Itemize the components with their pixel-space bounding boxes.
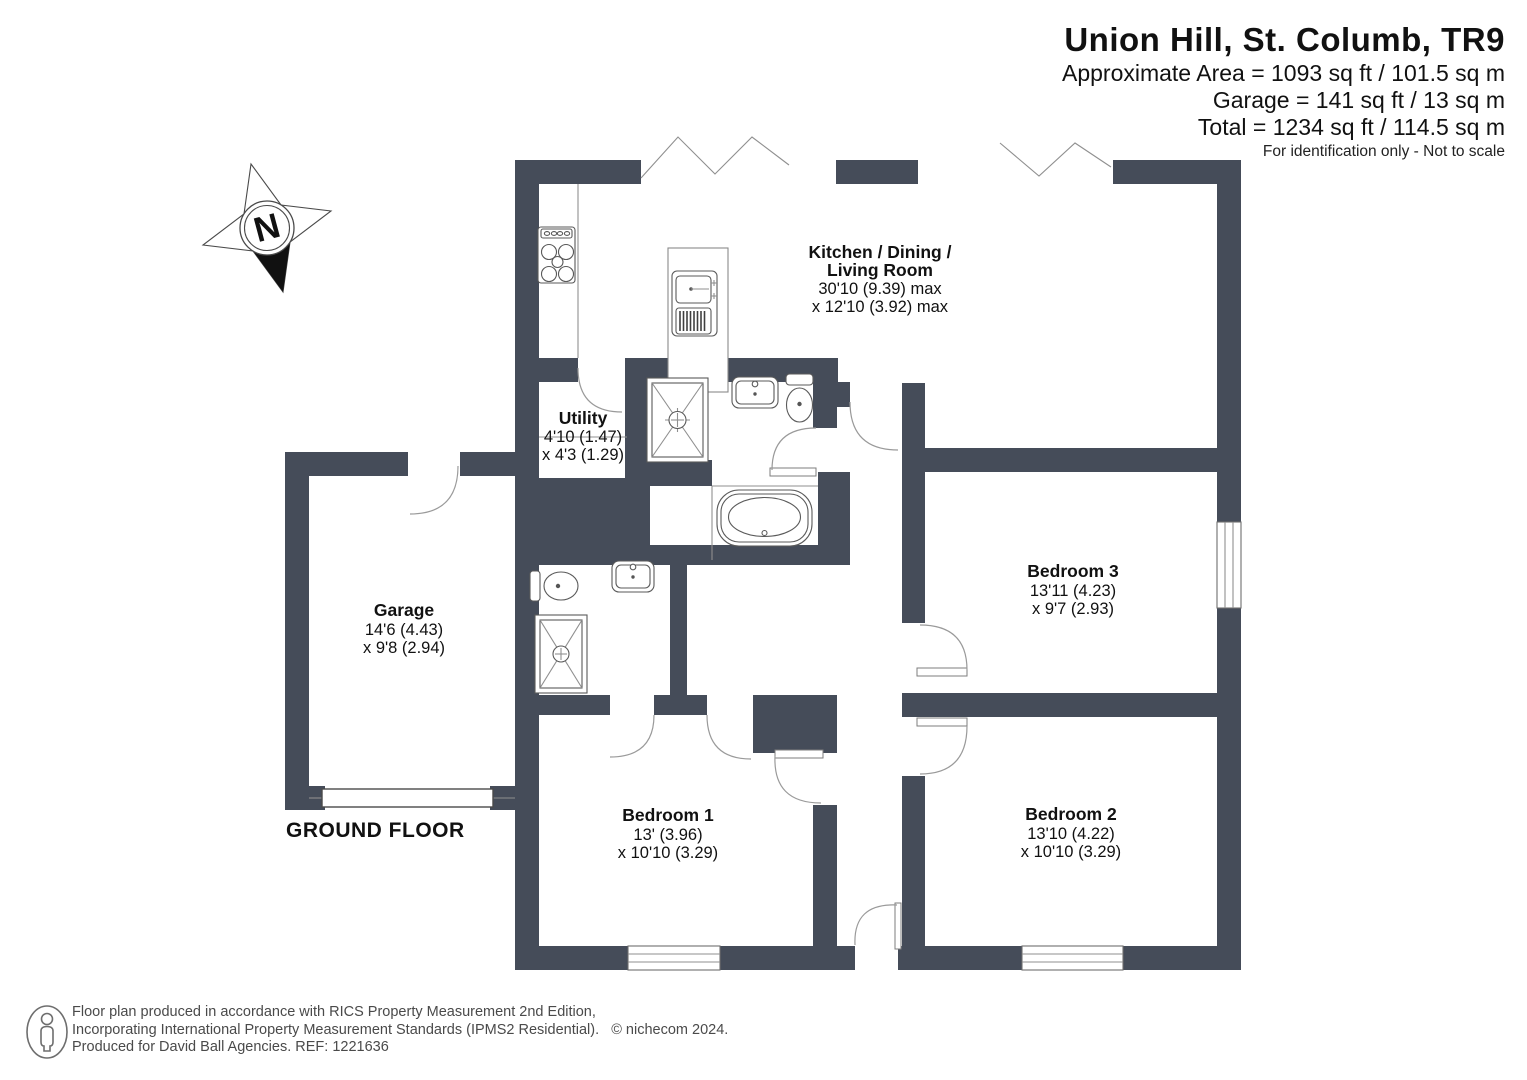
copyright: © nichecom 2024. (611, 1021, 729, 1038)
page-title: Union Hill, St. Columb, TR9 (1064, 21, 1505, 58)
room-label-kitchen: Kitchen / Dining / Living Room 30'10 (9.… (809, 242, 952, 316)
garage-area-line: Garage = 141 sq ft / 13 sq m (1212, 87, 1505, 113)
svg-text:x 9'8 (2.94): x 9'8 (2.94) (363, 639, 445, 657)
compass-rose: N (201, 162, 333, 294)
opening-break-lines (640, 136, 1112, 179)
island-sink-icon (675, 275, 717, 304)
footer-line3: Produced for David Ball Agencies. REF: 1… (72, 1039, 389, 1055)
ensuite-shower-icon (534, 614, 588, 694)
break-zigzag-left (640, 136, 790, 179)
back-door (854, 902, 902, 950)
disclaimer-note: For identification only - Not to scale (1262, 143, 1505, 160)
svg-text:Utility: Utility (559, 408, 608, 428)
utility-door-arc (577, 367, 623, 413)
room-labels: Kitchen / Dining / Living Room 30'10 (9.… (363, 242, 1121, 862)
footer-line1: Floor plan produced in accordance with R… (72, 1004, 596, 1020)
garage-entry-door-arc (409, 465, 459, 515)
shower-icon (646, 377, 709, 463)
svg-text:4'10 (1.47): 4'10 (1.47) (544, 428, 622, 446)
footer: Floor plan produced in accordance with R… (72, 1004, 728, 1057)
break-zigzag-right (999, 142, 1112, 177)
bedroom3-door (916, 624, 968, 677)
doors (409, 367, 968, 950)
room-label-utility: Utility 4'10 (1.47) x 4'3 (1.29) (542, 408, 624, 464)
windows (309, 521, 1242, 971)
bedroom2-window (1021, 945, 1124, 971)
room-label-bedroom1: Bedroom 1 13' (3.96) x 10'10 (3.29) (618, 805, 718, 862)
bedroom3-window (1216, 521, 1242, 609)
ensuite-door-arc (609, 714, 655, 758)
bathroom-door (769, 427, 817, 477)
kitchen-island (667, 247, 729, 393)
ensuite-toilet-icon (529, 570, 579, 602)
approx-area-line: Approximate Area = 1093 sq ft / 101.5 sq… (1061, 60, 1505, 86)
bedroom2-door (916, 717, 968, 775)
bathroom-fixtures (646, 373, 818, 560)
total-area-line: Total = 1234 sq ft / 114.5 sq m (1197, 114, 1505, 140)
svg-text:x 10'10 (3.29): x 10'10 (3.29) (1021, 843, 1121, 861)
footer-line2: Incorporating International Property Mea… (72, 1021, 729, 1038)
svg-text:Garage: Garage (374, 600, 435, 620)
room-label-bedroom3: Bedroom 3 13'11 (4.23) x 9'7 (2.93) (1027, 561, 1119, 618)
svg-text:30'10 (9.39) max: 30'10 (9.39) max (818, 280, 942, 298)
svg-text:Living Room: Living Room (827, 260, 933, 280)
stove-icon (537, 226, 576, 284)
svg-text:x 10'10 (3.29): x 10'10 (3.29) (618, 844, 718, 862)
svg-text:13' (3.96): 13' (3.96) (633, 826, 702, 844)
svg-text:13'11 (4.23): 13'11 (4.23) (1030, 582, 1116, 600)
garage-door (309, 788, 515, 808)
bedroom1-hall-door (774, 749, 824, 804)
floor-label: GROUND FLOOR (286, 819, 465, 842)
svg-text:x 12'10 (3.92) max: x 12'10 (3.92) max (812, 298, 949, 316)
bathtub-icon (711, 485, 818, 560)
room-label-bedroom2: Bedroom 2 13'10 (4.22) x 10'10 (3.29) (1021, 804, 1121, 861)
room-label-garage: Garage 14'6 (4.43) x 9'8 (2.94) (363, 600, 445, 657)
header: Union Hill, St. Columb, TR9 Approximate … (1062, 20, 1505, 163)
svg-text:Bedroom 2: Bedroom 2 (1025, 804, 1117, 824)
svg-text:Bedroom 3: Bedroom 3 (1027, 561, 1119, 581)
svg-text:13'10 (4.22): 13'10 (4.22) (1027, 825, 1115, 843)
svg-text:Kitchen / Dining /: Kitchen / Dining / (809, 242, 952, 262)
svg-text:x 9'7 (2.93): x 9'7 (2.93) (1032, 600, 1114, 618)
toilet-icon (785, 373, 814, 423)
svg-text:x 4'3 (1.29): x 4'3 (1.29) (542, 446, 624, 464)
bedroom1-door-arc (706, 714, 752, 760)
basin-icon (731, 376, 779, 409)
hall-door-arc (849, 401, 899, 451)
svg-text:14'6 (4.43): 14'6 (4.43) (365, 621, 443, 639)
walls (285, 160, 1241, 970)
kitchen-fixtures (537, 184, 729, 393)
bedroom1-window (627, 945, 721, 971)
svg-text:Bedroom 1: Bedroom 1 (622, 805, 714, 825)
ensuite-basin-icon (611, 560, 655, 593)
island-appliance-icon (675, 307, 712, 335)
ensuite-fixtures (529, 560, 655, 694)
